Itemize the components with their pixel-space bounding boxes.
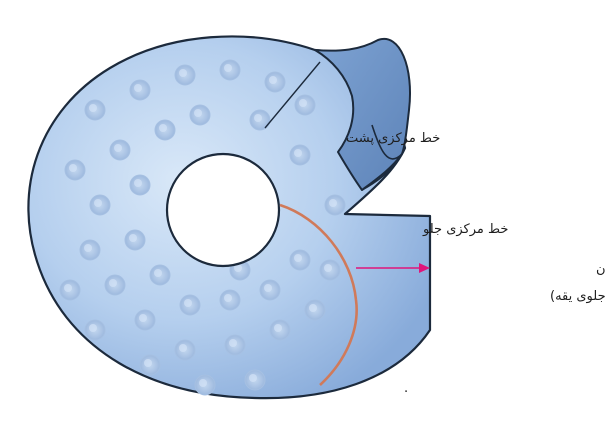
fabric-dot-highlight [299, 99, 307, 107]
fabric-dot-highlight [134, 179, 142, 187]
fabric-dot-highlight [69, 164, 77, 172]
fabric-dot-highlight [64, 284, 72, 292]
fabric-dot-highlight [309, 304, 317, 312]
fabric-dot-highlight [139, 314, 147, 322]
label-new-hem-line-1: خط جدید لبه ی والان [596, 262, 606, 277]
label-back-center-line: خط مرکزی پشت [346, 131, 440, 146]
fabric-dot-highlight [294, 254, 302, 262]
fabric-dot-highlight [194, 109, 202, 117]
fabric-dot-highlight [89, 104, 97, 112]
fabric-dot-highlight [109, 279, 117, 287]
fabric-dot-highlight [249, 374, 257, 382]
fabric-dot-highlight [224, 64, 232, 72]
fabric-dot-highlight [144, 359, 152, 367]
fabric-dot-highlight [184, 299, 192, 307]
stray-mark: . [404, 381, 408, 396]
fabric-dot-highlight [84, 244, 92, 252]
fabric-dot-highlight [269, 76, 277, 84]
fabric-dot-highlight [179, 69, 187, 77]
fabric-dot-highlight [199, 379, 207, 387]
fabric-dot-highlight [254, 114, 262, 122]
fabric-dot-highlight [114, 144, 122, 152]
fabric-dot-highlight [179, 344, 187, 352]
center-hole [167, 154, 279, 266]
fabric-dot-highlight [274, 324, 282, 332]
fabric-dot-highlight [134, 84, 142, 92]
fabric-dot-highlight [329, 199, 337, 207]
fabric-dot-highlight [129, 234, 137, 242]
fabric-dot-highlight [229, 339, 237, 347]
fabric-dot-highlight [89, 324, 97, 332]
label-front-center-line: خط مرکزی جلو [422, 222, 508, 237]
label-new-hem-line-2: (جلوی یقه) [550, 289, 606, 304]
fabric-dot-highlight [94, 199, 102, 207]
fabric-dot-highlight [159, 124, 167, 132]
fabric-dot-highlight [154, 269, 162, 277]
fabric-dot-highlight [324, 264, 332, 272]
fabric-dot-highlight [224, 294, 232, 302]
fabric-dot-highlight [264, 284, 272, 292]
fabric-dot-highlight [294, 149, 302, 157]
